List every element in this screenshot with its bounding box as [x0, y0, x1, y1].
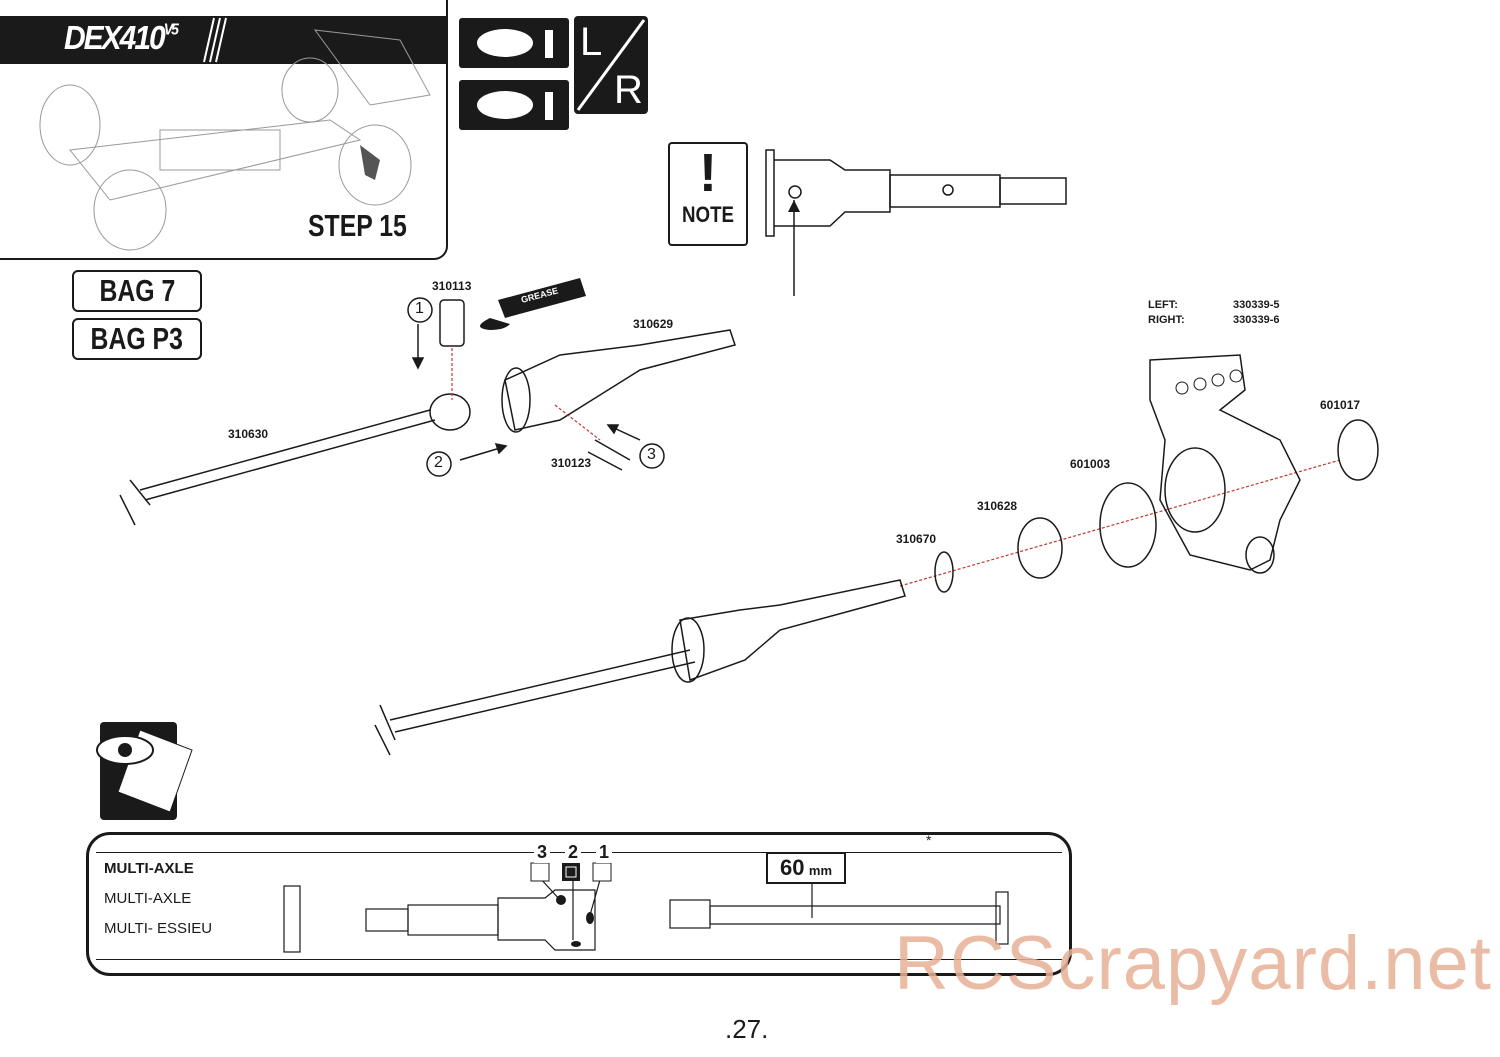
step-header-box — [0, 0, 448, 260]
part-310670: 310670 — [896, 532, 937, 546]
part-310630: 310630 — [228, 427, 269, 441]
header-banner — [0, 16, 446, 64]
position-1: 1 — [596, 842, 613, 863]
step-3-marker: 3 — [647, 446, 656, 463]
asterisk-mark: * — [926, 832, 932, 848]
watermark: RCScrapyard.net — [894, 921, 1492, 1006]
hub-left-part: 330339-5 — [1233, 299, 1280, 311]
hub-right-label: RIGHT: — [1148, 314, 1185, 326]
part-310629: 310629 — [633, 317, 674, 331]
left-right-badge: L R — [574, 16, 648, 114]
multi-axle-line-3: MULTI- ESSIEU — [104, 920, 213, 937]
part-601017: 601017 — [1320, 398, 1361, 412]
position-3: 3 — [534, 842, 551, 863]
step-1-marker: 1 — [415, 300, 424, 317]
length-value: 60 — [779, 855, 805, 880]
note-label: NOTE — [682, 202, 734, 227]
part-310628: 310628 — [977, 499, 1018, 513]
part-601003: 601003 — [1070, 457, 1111, 471]
step-2-marker: 2 — [434, 454, 443, 471]
hub-right-part: 330339-6 — [1233, 314, 1280, 326]
right-label: R — [614, 68, 643, 112]
logo-version: V5 — [163, 20, 179, 38]
part-310113: 310113 — [432, 279, 472, 293]
exclamation-icon: ! — [699, 143, 717, 203]
length-60mm-badge: 60 mm — [766, 852, 846, 884]
step-number: STEP 15 — [308, 208, 407, 243]
part-310123: 310123 — [551, 456, 592, 470]
multi-axle-title: MULTI-AXLE — [104, 860, 194, 877]
logo-text: DEX410 — [64, 20, 166, 57]
hub-left-label: LEFT: — [1148, 299, 1178, 311]
bag-p3-label: BAG P3 — [72, 318, 202, 360]
note-badge: ! NOTE — [668, 142, 748, 246]
multi-axle-line-2: MULTI-AXLE — [104, 890, 192, 907]
dex410-logo: DEX410V5 — [64, 20, 179, 57]
diagonal-divider-icon — [576, 19, 646, 111]
multi-axle-panel — [86, 832, 1072, 976]
left-label: L — [580, 20, 603, 64]
page-number: .27. — [725, 1014, 769, 1044]
length-unit: mm — [808, 863, 833, 878]
bag-7-label: BAG 7 — [72, 270, 202, 312]
position-2: 2 — [565, 842, 582, 863]
